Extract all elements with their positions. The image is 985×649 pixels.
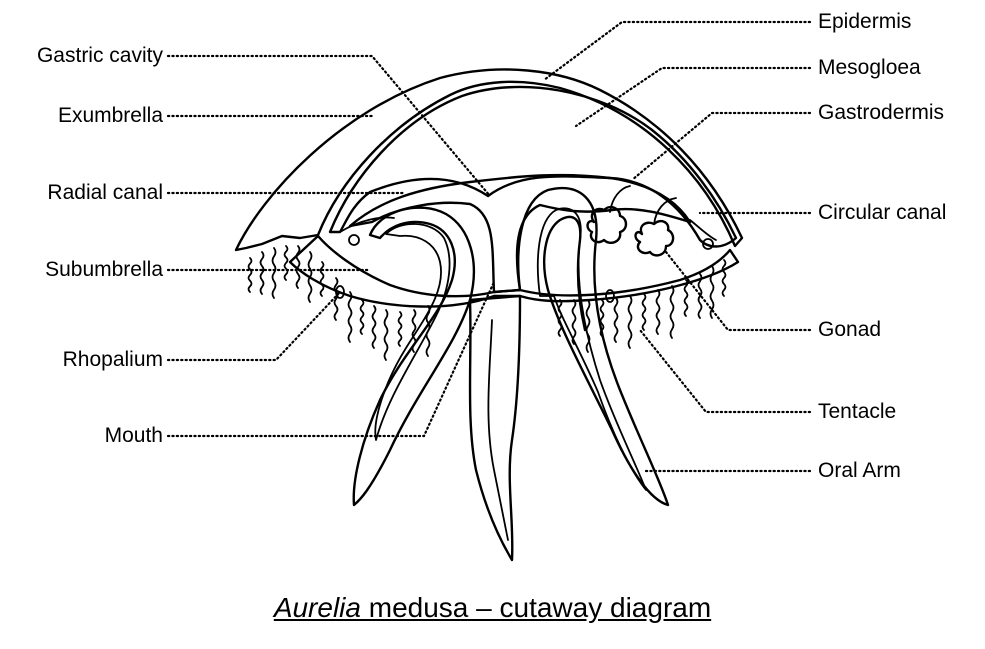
label-gonad: Gonad <box>818 318 882 341</box>
tentacle <box>613 297 619 343</box>
tentacle <box>627 295 633 349</box>
manubrium <box>468 294 522 562</box>
caption-genus: Aurelia <box>273 592 361 623</box>
mesogloea-region <box>328 85 738 248</box>
label-circular-canal: Circular canal <box>818 201 947 224</box>
tentacle <box>397 311 403 347</box>
tentacle <box>683 279 689 317</box>
tentacle <box>655 289 661 335</box>
gonad-right <box>634 219 675 257</box>
label-mouth: Mouth <box>104 424 163 447</box>
tentacle <box>411 309 417 353</box>
label-gastric-cavity: Gastric cavity <box>36 44 163 67</box>
tentacle <box>247 257 253 293</box>
tentacle <box>259 251 265 295</box>
label-epidermis: Epidermis <box>818 10 912 33</box>
tentacle <box>585 299 591 353</box>
tentacle <box>721 259 727 297</box>
subumbrella-outline <box>288 234 740 308</box>
label-mesogloea: Mesogloea <box>818 56 921 79</box>
leader-lines <box>166 20 812 473</box>
tentacles-right <box>557 259 727 353</box>
label-tentacle: Tentacle <box>818 400 897 423</box>
oral-arm-right-outer <box>517 186 670 507</box>
tentacle <box>383 309 389 361</box>
label-rhopalium: Rhopalium <box>62 348 163 371</box>
rhopalium-right-knob <box>702 238 714 250</box>
tentacle <box>709 265 715 319</box>
tentacles-left <box>247 245 431 361</box>
tentacle <box>283 245 289 281</box>
tentacle <box>425 305 431 357</box>
exumbrella-outline <box>234 68 744 252</box>
label-exumbrella: Exumbrella <box>57 104 163 127</box>
rhopalium-left-knob <box>348 234 360 246</box>
diagram-caption: Aurelia medusa – cutaway diagram <box>0 592 985 624</box>
caption-text: medusa – cutaway diagram <box>360 592 712 623</box>
tentacle <box>333 277 339 321</box>
tentacle <box>319 261 325 297</box>
tentacle <box>347 291 353 343</box>
gastric-cavity-region <box>348 173 692 294</box>
tentacle <box>669 285 675 339</box>
oral-arm-left-inner <box>374 223 451 441</box>
label-subumbrella: Subumbrella <box>45 258 163 281</box>
tentacle <box>557 299 563 337</box>
label-gastrodermis: Gastrodermis <box>818 101 945 124</box>
tentacle <box>295 245 301 289</box>
tentacle <box>697 273 703 319</box>
tentacle <box>271 247 277 299</box>
tentacle <box>571 299 577 345</box>
gonad-left <box>586 205 628 244</box>
tentacle <box>359 299 365 335</box>
tentacle <box>307 251 313 303</box>
tentacle <box>641 293 647 331</box>
label-radial-canal: Radial canal <box>47 181 163 204</box>
label-oral-arm: Oral Arm <box>818 459 901 482</box>
tentacle <box>599 299 605 337</box>
oral-arm-right-inner <box>536 207 647 491</box>
oral-arm-left-outer <box>352 206 476 507</box>
tentacle <box>371 305 377 349</box>
